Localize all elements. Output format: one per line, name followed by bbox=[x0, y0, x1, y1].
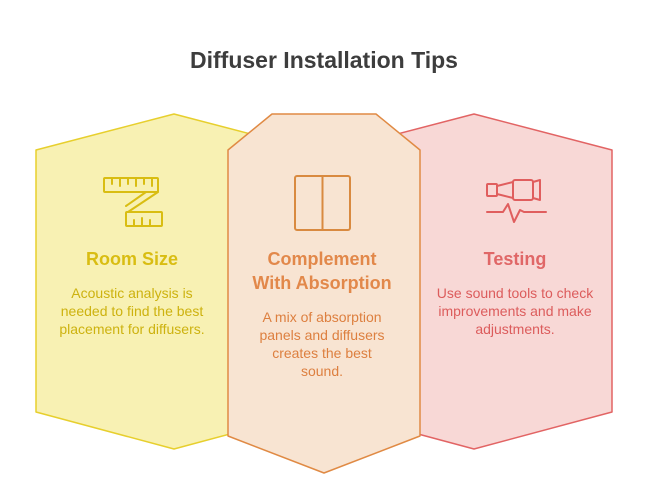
card-absorption: Complement With Absorption A mix of abso… bbox=[250, 247, 394, 380]
card-heading: Complement With Absorption bbox=[252, 249, 392, 293]
panel-icon bbox=[294, 175, 351, 231]
card-absorption-shape bbox=[227, 113, 421, 474]
card-heading: Testing bbox=[483, 249, 547, 269]
card-description: Use sound tools to check improvements an… bbox=[436, 285, 594, 337]
sound-test-icon bbox=[486, 179, 547, 223]
ruler-tape-icon bbox=[103, 177, 163, 227]
card-heading: Room Size bbox=[85, 249, 178, 269]
card-description: A mix of absorption panels and diffusers… bbox=[259, 309, 385, 379]
card-testing: Testing Use sound tools to check improve… bbox=[435, 247, 595, 338]
card-description: Acoustic analysis is needed to find the … bbox=[59, 285, 205, 337]
card-room-size: Room Size Acoustic analysis is needed to… bbox=[52, 247, 212, 338]
page-title: Diffuser Installation Tips bbox=[190, 47, 458, 73]
